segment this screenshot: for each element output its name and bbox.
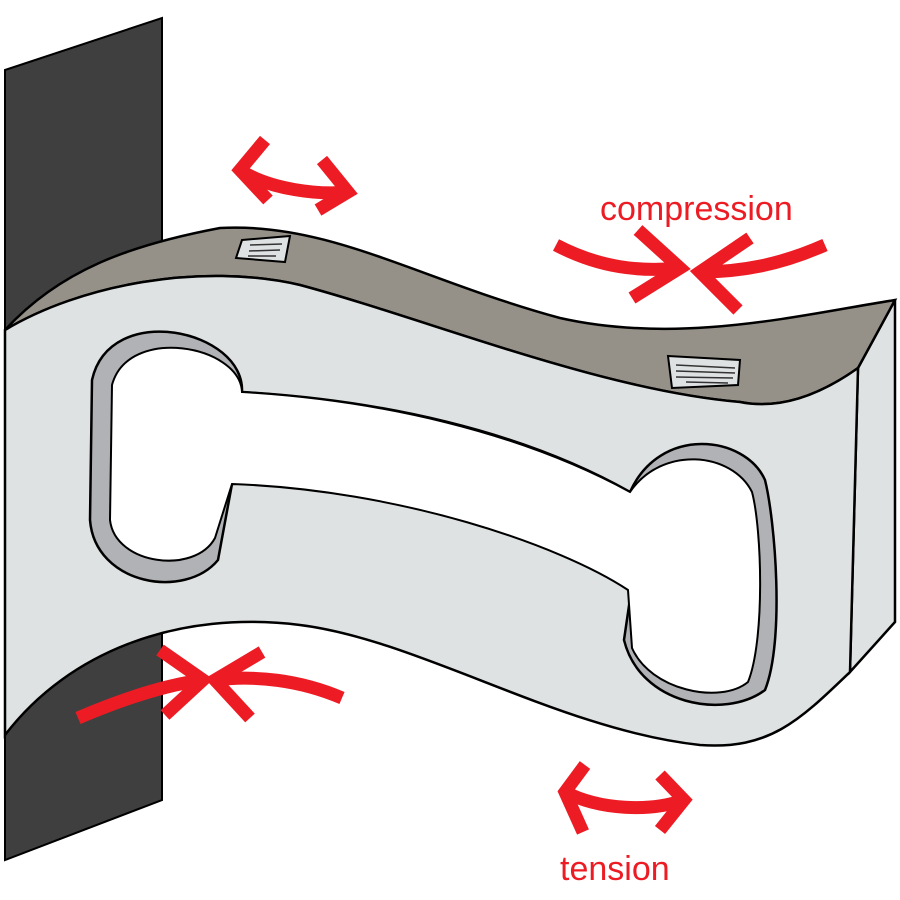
compression-arrow-icon (75, 644, 345, 724)
double-arrow-icon (557, 761, 693, 835)
hole-opening (108, 346, 762, 694)
strain-gauge-icon (234, 234, 292, 264)
strain-gauge-icon (666, 354, 742, 390)
compression-arrow-icon (552, 225, 828, 315)
tension-label: tension (560, 850, 670, 888)
compression-label: compression (600, 190, 793, 228)
double-arrow-icon (231, 135, 358, 216)
